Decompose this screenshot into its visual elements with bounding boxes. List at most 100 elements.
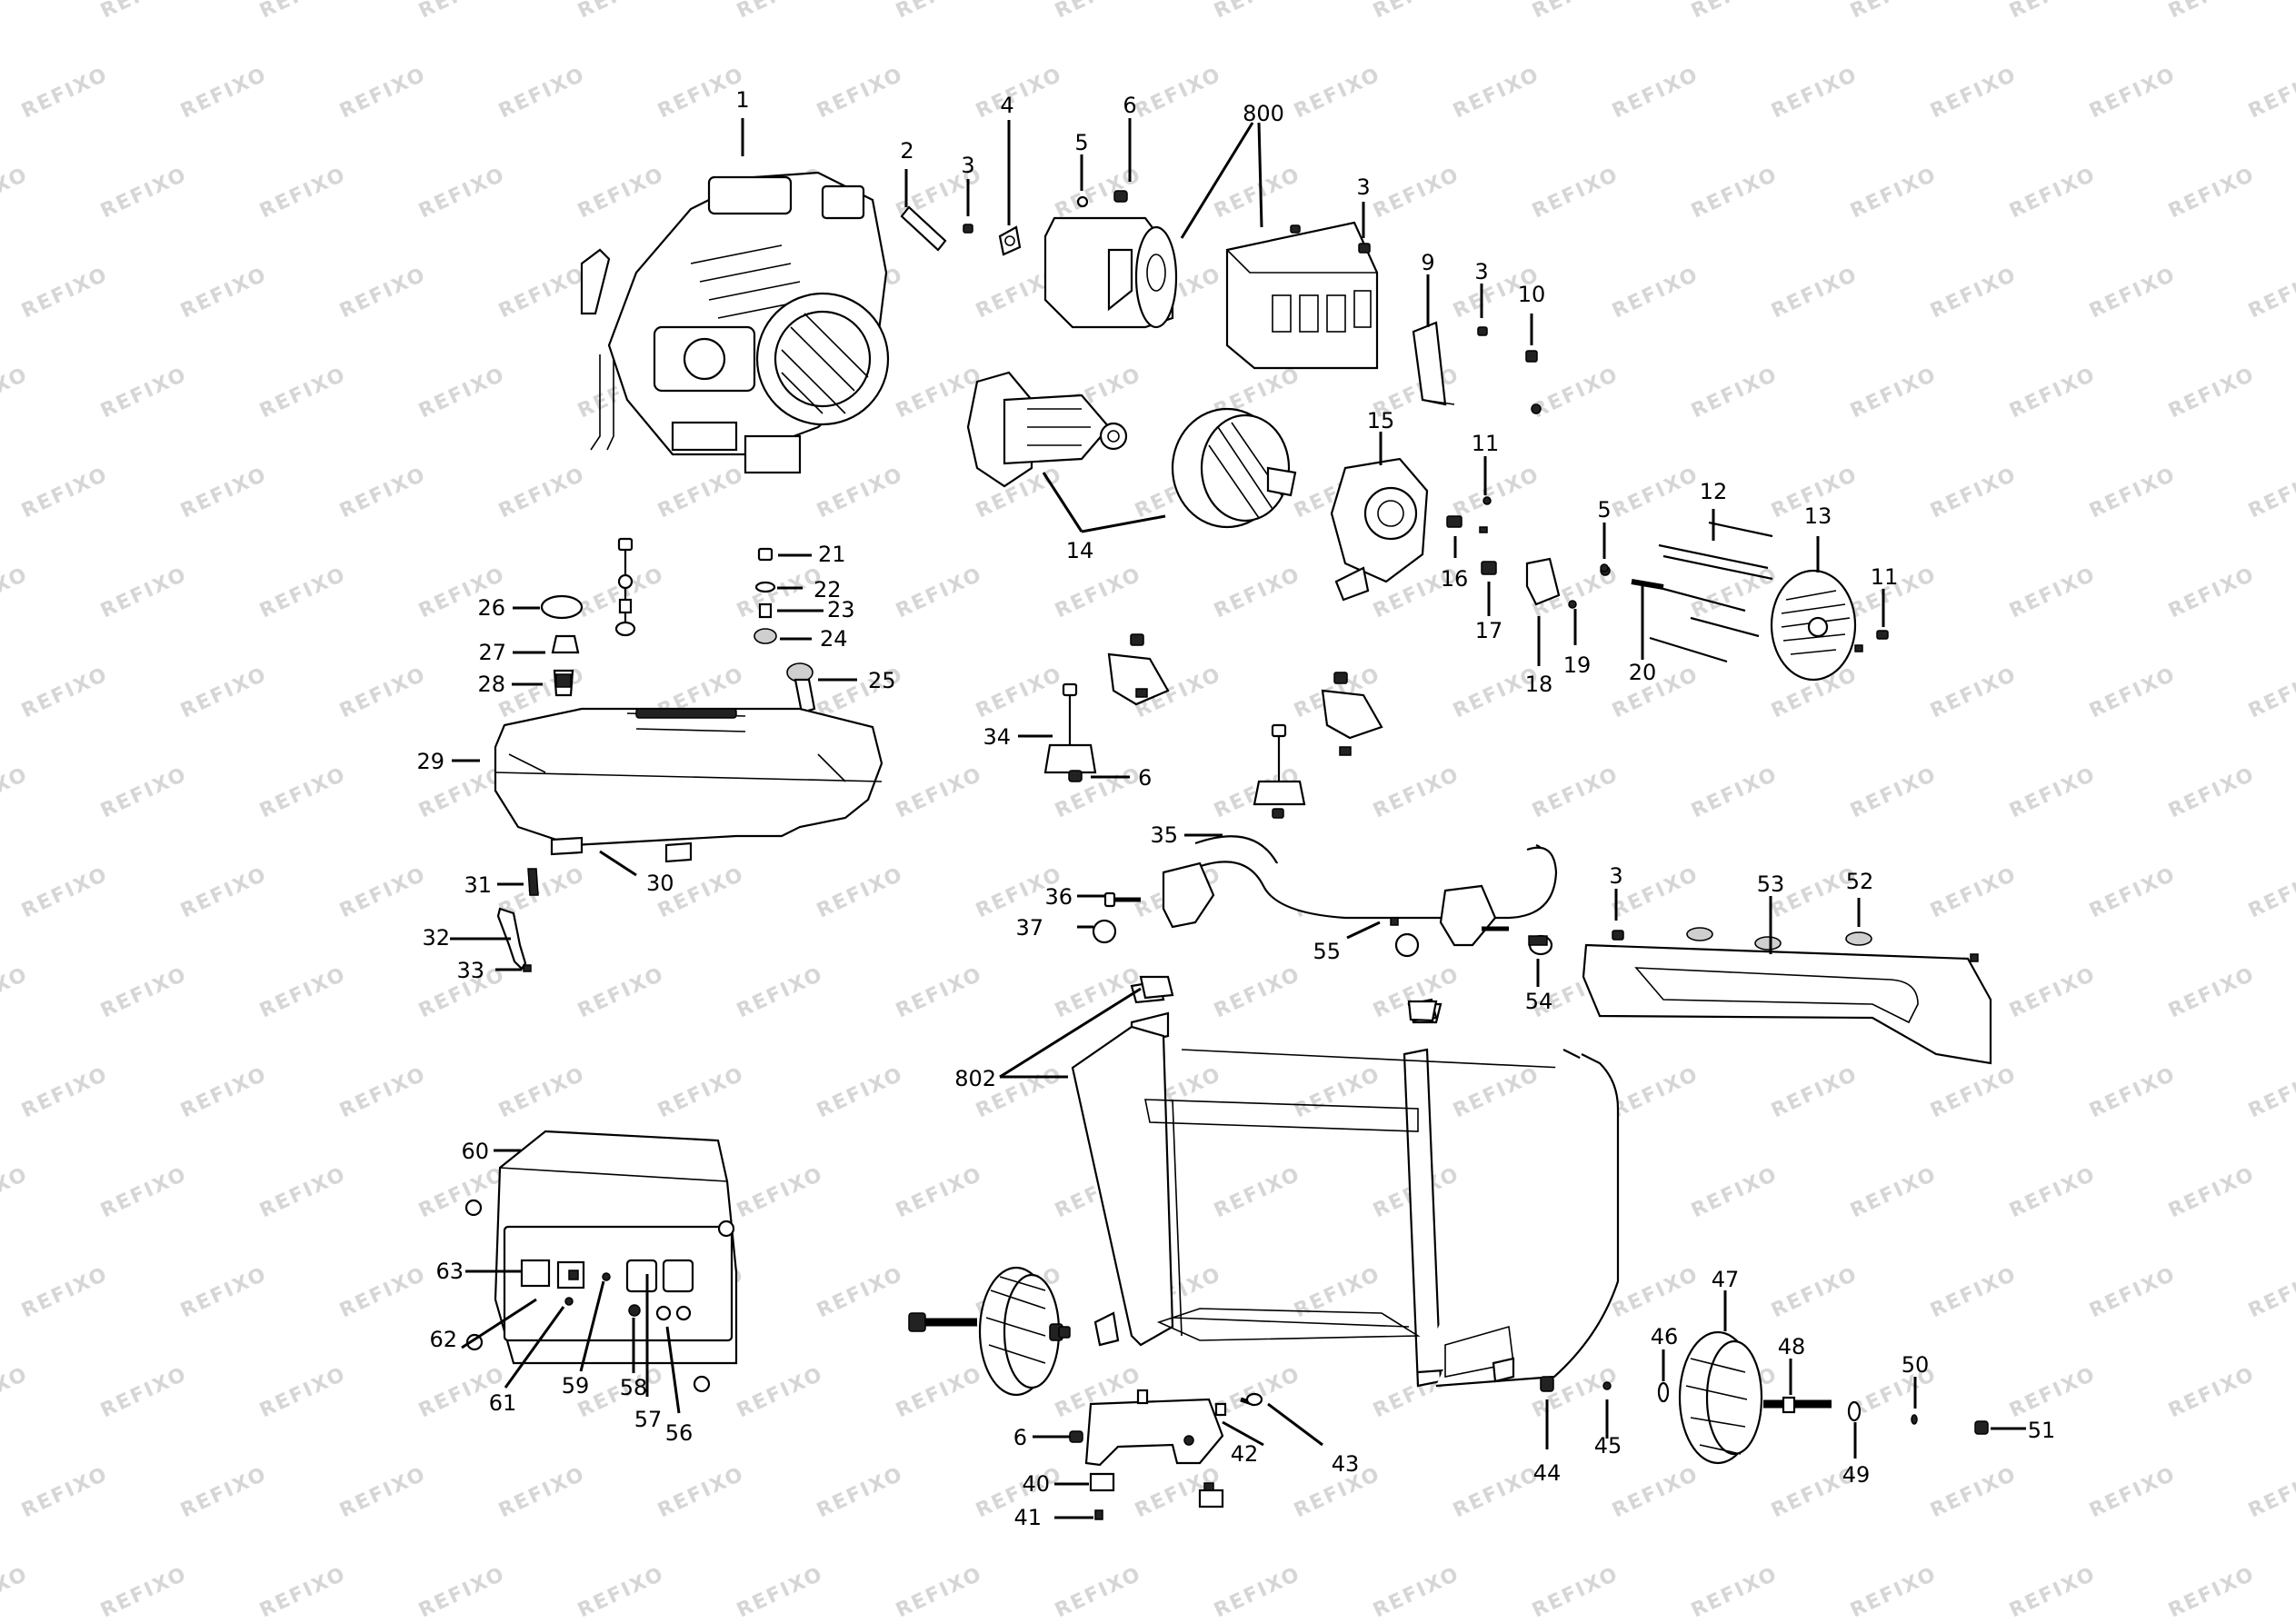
part-36-bolt xyxy=(1103,891,1141,908)
leader-lines xyxy=(450,118,2026,1519)
watermark-text: REFIXO xyxy=(1768,1063,1862,1123)
callout-33: 33 xyxy=(456,958,484,983)
watermark-text: REFIXO xyxy=(2165,363,2259,423)
callout-17: 17 xyxy=(1475,618,1503,643)
part-55-cap xyxy=(1390,917,1420,958)
watermark-text: REFIXO xyxy=(1688,0,1782,23)
watermark-text: REFIXO xyxy=(336,64,430,124)
watermark-text: REFIXO xyxy=(893,763,986,823)
handle-tube xyxy=(1162,835,1558,947)
watermark-text: REFIXO xyxy=(893,1363,986,1423)
watermark-text: REFIXO xyxy=(0,0,32,23)
watermark-text: REFIXO xyxy=(2006,1563,2100,1623)
part-4-gasket xyxy=(998,225,1022,256)
watermark-text: REFIXO xyxy=(97,1363,191,1423)
small-parts-44-45-46-49-50-51 xyxy=(1540,1376,1989,1435)
watermark-text: REFIXO xyxy=(0,763,32,823)
watermark-text: REFIXO xyxy=(256,1163,350,1223)
part-10-bolt xyxy=(1525,350,1542,414)
watermark-text: REFIXO xyxy=(814,64,907,124)
watermark-text: REFIXO xyxy=(1609,64,1702,124)
watermark-text: REFIXO xyxy=(1927,264,2021,324)
watermark-text: REFIXO xyxy=(2245,663,2296,723)
callout-22: 22 xyxy=(814,577,842,602)
watermark-text: REFIXO xyxy=(0,1563,32,1623)
watermark-text: REFIXO xyxy=(2165,563,2259,623)
watermark-text: REFIXO xyxy=(1927,463,2021,523)
control-panel xyxy=(464,1130,738,1393)
callout-5: 5 xyxy=(1074,130,1088,155)
watermark-text: REFIXO xyxy=(177,264,271,324)
watermark-text: REFIXO xyxy=(2006,763,2100,823)
watermark-text: REFIXO xyxy=(256,164,350,224)
watermark-text: REFIXO xyxy=(814,1263,907,1323)
frame-foot xyxy=(1069,1389,1263,1520)
watermark-text: REFIXO xyxy=(654,64,748,124)
watermark-text: REFIXO xyxy=(734,963,827,1023)
alternator-end-cover xyxy=(1330,457,1429,602)
watermark-text: REFIXO xyxy=(814,1063,907,1123)
watermark-text: REFIXO xyxy=(1370,164,1463,224)
watermark-text: REFIXO xyxy=(1768,1263,1862,1323)
watermark-text: REFIXO xyxy=(1132,64,1225,124)
watermark-text: REFIXO xyxy=(415,363,509,423)
watermark-text: REFIXO xyxy=(1847,763,1941,823)
watermark-text: REFIXO xyxy=(1847,1563,1941,1623)
watermark-text: REFIXO xyxy=(1450,1063,1543,1123)
callout-800: 800 xyxy=(1243,101,1284,126)
callout-36: 36 xyxy=(1044,884,1073,910)
watermark-text: REFIXO xyxy=(734,1563,827,1623)
callout-35: 35 xyxy=(1150,822,1178,848)
engine-mounts xyxy=(1043,633,1383,819)
watermark-text: REFIXO xyxy=(2086,1263,2180,1323)
callout-62: 62 xyxy=(429,1327,457,1352)
watermark-text: REFIXO xyxy=(2086,1063,2180,1123)
watermark-text: REFIXO xyxy=(2165,1363,2259,1423)
watermark-text: REFIXO xyxy=(1211,0,1304,23)
callout-37: 37 xyxy=(1015,915,1043,941)
muffler-heat-shield xyxy=(1225,221,1379,370)
watermark-text: REFIXO xyxy=(97,563,191,623)
watermark-text: REFIXO xyxy=(1847,1163,1941,1223)
callout-45: 45 xyxy=(1594,1433,1622,1459)
rear-end-cover xyxy=(1770,569,1857,682)
watermark-text: REFIXO xyxy=(1052,563,1145,623)
part-11-screw-b xyxy=(1854,630,1889,652)
callout-52: 52 xyxy=(1846,869,1874,894)
callout-21: 21 xyxy=(818,542,846,567)
watermark-text: REFIXO xyxy=(2165,164,2259,224)
engine-assembly xyxy=(580,171,890,474)
watermark-text: REFIXO xyxy=(1609,1263,1702,1323)
watermark-text: REFIXO xyxy=(2086,663,2180,723)
watermark-text: REFIXO xyxy=(2086,64,2180,124)
callout-19: 19 xyxy=(1563,652,1592,678)
callout-24: 24 xyxy=(820,626,848,652)
watermark-text: REFIXO xyxy=(336,663,430,723)
muffler xyxy=(1043,216,1178,329)
watermark-text: REFIXO xyxy=(1291,1063,1384,1123)
watermark-text: REFIXO xyxy=(1211,1563,1304,1623)
watermark-text: REFIXO xyxy=(654,1463,748,1523)
watermark-text: REFIXO xyxy=(2245,1263,2296,1323)
watermark-text: REFIXO xyxy=(177,863,271,923)
callout-2: 2 xyxy=(900,138,913,164)
watermark-text: REFIXO xyxy=(1291,64,1384,124)
watermark-text: REFIXO xyxy=(1529,0,1622,23)
watermark-text: REFIXO xyxy=(2245,1063,2296,1123)
watermark-text: REFIXO xyxy=(97,763,191,823)
callout-25: 25 xyxy=(868,668,896,693)
watermark-text: REFIXO xyxy=(18,64,112,124)
watermark-text: REFIXO xyxy=(973,663,1066,723)
callout-54: 54 xyxy=(1525,989,1553,1014)
watermark-text: REFIXO xyxy=(256,763,350,823)
left-wheel-assembly xyxy=(908,1266,1071,1397)
fuel-gauge xyxy=(786,662,816,714)
watermark-text: REFIXO xyxy=(2086,1463,2180,1523)
watermark-text: REFIXO xyxy=(97,363,191,423)
watermark-text: REFIXO xyxy=(415,1563,509,1623)
callout-3: 3 xyxy=(961,153,974,178)
watermark-text: REFIXO xyxy=(1847,0,1941,23)
watermark-text: REFIXO xyxy=(256,1363,350,1423)
watermark-text: REFIXO xyxy=(256,563,350,623)
watermark-text: REFIXO xyxy=(1529,763,1622,823)
